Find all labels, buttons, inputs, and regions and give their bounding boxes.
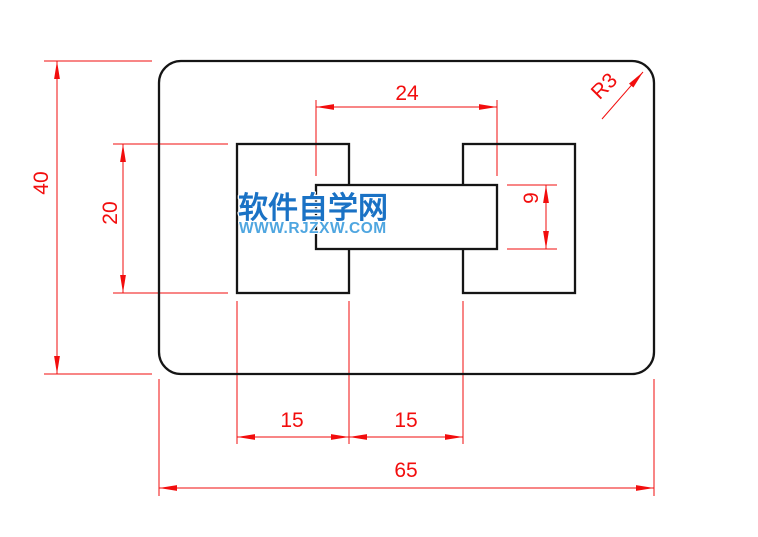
dim-label-square-height: 20 — [99, 201, 122, 224]
object-layer — [157, 59, 656, 376]
dim-label-overall-height: 40 — [30, 171, 53, 194]
dim-label-square-width: 15 — [280, 409, 303, 432]
outer-plate-outline — [157, 59, 656, 376]
dim-label-overall-width: 65 — [394, 459, 417, 482]
leader-line-r3 — [601, 71, 644, 120]
watermark-url: WWW.RJZXW.COM — [239, 220, 387, 237]
dim-label-bar-width: 24 — [395, 82, 419, 105]
middle-bar-outline — [314, 183, 499, 251]
dim-label-gap-width: 15 — [394, 409, 417, 432]
watermark: 软件自学网 WWW.RJZXW.COM — [237, 190, 390, 238]
dimension-layer — [44, 60, 655, 496]
watermark-title: 软件自学网 — [238, 191, 388, 226]
dim-label-bar-height: 9 — [520, 192, 543, 204]
